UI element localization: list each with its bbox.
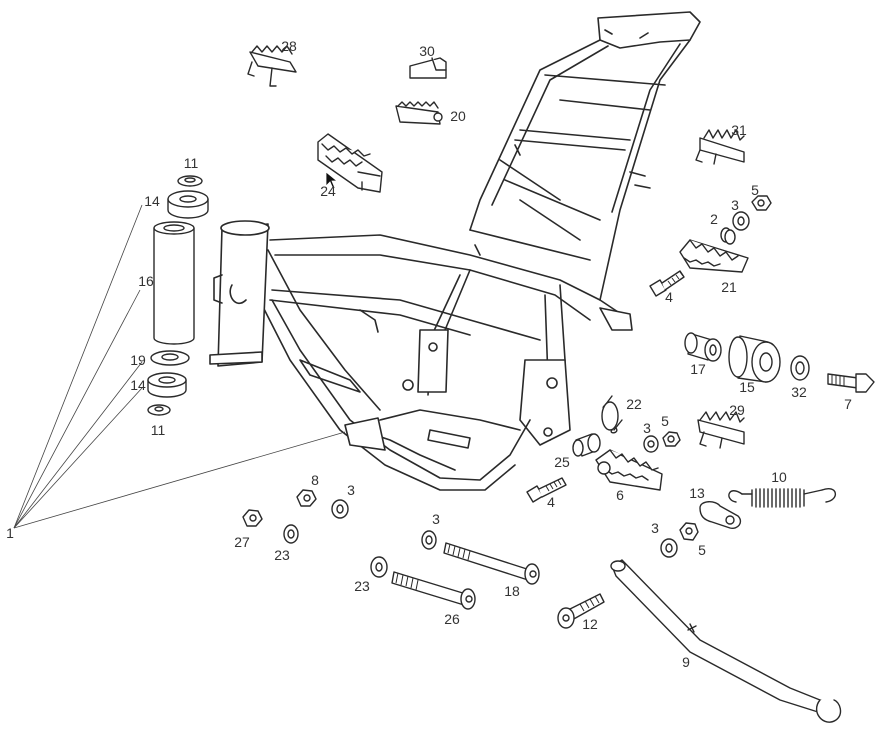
label-18: 18: [504, 583, 520, 599]
label-10: 10: [771, 469, 787, 485]
part-24-footrest: [317, 133, 383, 193]
part-26-bolt: [391, 571, 476, 610]
part-16-steering-tube: [153, 221, 195, 345]
label-23-b: 23: [354, 578, 370, 594]
label-3-lower: 3: [651, 520, 659, 536]
part-23-washer-a: [283, 524, 299, 544]
label-3-a: 3: [347, 482, 355, 498]
part-30-bracket: [409, 57, 447, 79]
part-22-spring: [601, 395, 623, 434]
part-3-washer-lower: [660, 538, 678, 558]
label-7: 7: [844, 396, 852, 412]
part-21-footrest-peg: [679, 239, 749, 273]
part-25-bushing: [572, 433, 601, 457]
part-12-bolt: [557, 593, 605, 629]
part-5-nut-lower: [679, 522, 699, 541]
label-13: 13: [689, 485, 705, 501]
part-23-washer-b: [370, 556, 388, 578]
label-5-lower: 5: [698, 542, 706, 558]
part-6-footrest-peg: [595, 449, 663, 491]
cursor-arrow-icon: [325, 171, 339, 190]
part-3-washer-b: [421, 530, 437, 550]
label-21: 21: [721, 279, 737, 295]
label-32: 32: [791, 384, 807, 400]
part-7-bolt: [827, 373, 875, 393]
part-29-footrest: [697, 411, 745, 449]
part-27-nut: [242, 509, 263, 527]
part-1-leader-lines: [13, 204, 346, 529]
part-11-bottom-nut: [147, 404, 171, 416]
label-3-mid: 3: [643, 420, 651, 436]
label-1: 1: [6, 525, 14, 541]
label-3-b: 3: [432, 511, 440, 527]
part-11-top-nut: [177, 175, 203, 187]
part-3-washer-mid: [643, 435, 659, 453]
part-10-spring: [728, 488, 836, 508]
label-27: 27: [234, 534, 250, 550]
label-11-bottom: 11: [151, 422, 166, 438]
part-8-nut: [296, 489, 317, 507]
label-29: 29: [729, 402, 745, 418]
label-24: 24: [320, 183, 336, 199]
label-17: 17: [690, 361, 706, 377]
label-26: 26: [444, 611, 460, 627]
label-9: 9: [682, 654, 690, 670]
label-30: 30: [419, 43, 435, 59]
label-19: 19: [130, 352, 146, 368]
label-14-top: 14: [144, 193, 160, 209]
part-5-nut-upper: [751, 195, 772, 211]
part-labels: 1 11 14 16 19 14 11 28 30 20 24 31 5 3 2…: [6, 38, 852, 670]
label-11-top: 11: [184, 155, 199, 171]
part-18-bolt: [443, 542, 540, 585]
label-16: 16: [138, 273, 154, 289]
label-12: 12: [582, 616, 598, 632]
part-5-nut-mid: [662, 431, 681, 447]
part-3-washer-upper: [732, 211, 750, 231]
label-3-upper: 3: [731, 197, 739, 213]
label-25: 25: [554, 454, 570, 470]
part-31-footrest: [695, 129, 745, 165]
label-6: 6: [616, 487, 624, 503]
label-2: 2: [710, 211, 718, 227]
part-28-footrest: [247, 45, 297, 87]
part-32-washer: [790, 355, 810, 381]
main-frame: [209, 11, 701, 491]
label-4-upper: 4: [665, 289, 673, 305]
label-14-bottom: 14: [130, 377, 146, 393]
part-9-kickstand: [610, 559, 842, 723]
part-14-top-bearing: [167, 190, 209, 219]
label-15: 15: [739, 379, 755, 395]
label-20: 20: [450, 108, 466, 124]
part-3-washer-a: [331, 499, 349, 519]
label-4-lower: 4: [547, 494, 555, 510]
label-5-mid: 5: [661, 413, 669, 429]
part-4-bolt-lower: [526, 477, 567, 503]
label-5-upper: 5: [751, 182, 759, 198]
part-2-spring: [720, 227, 736, 245]
part-19-seal: [150, 350, 190, 366]
part-17-bushing: [684, 332, 722, 362]
part-15-bushing: [728, 335, 781, 383]
label-23-a: 23: [274, 547, 290, 563]
label-28: 28: [281, 38, 297, 54]
part-14-bottom-bearing: [147, 372, 187, 398]
part-13-bracket: [699, 501, 742, 530]
part-20-footrest-peg: [395, 101, 443, 125]
label-8: 8: [311, 472, 319, 488]
part-4-bolt-upper: [649, 270, 685, 297]
label-31: 31: [731, 122, 747, 138]
label-22: 22: [626, 396, 642, 412]
